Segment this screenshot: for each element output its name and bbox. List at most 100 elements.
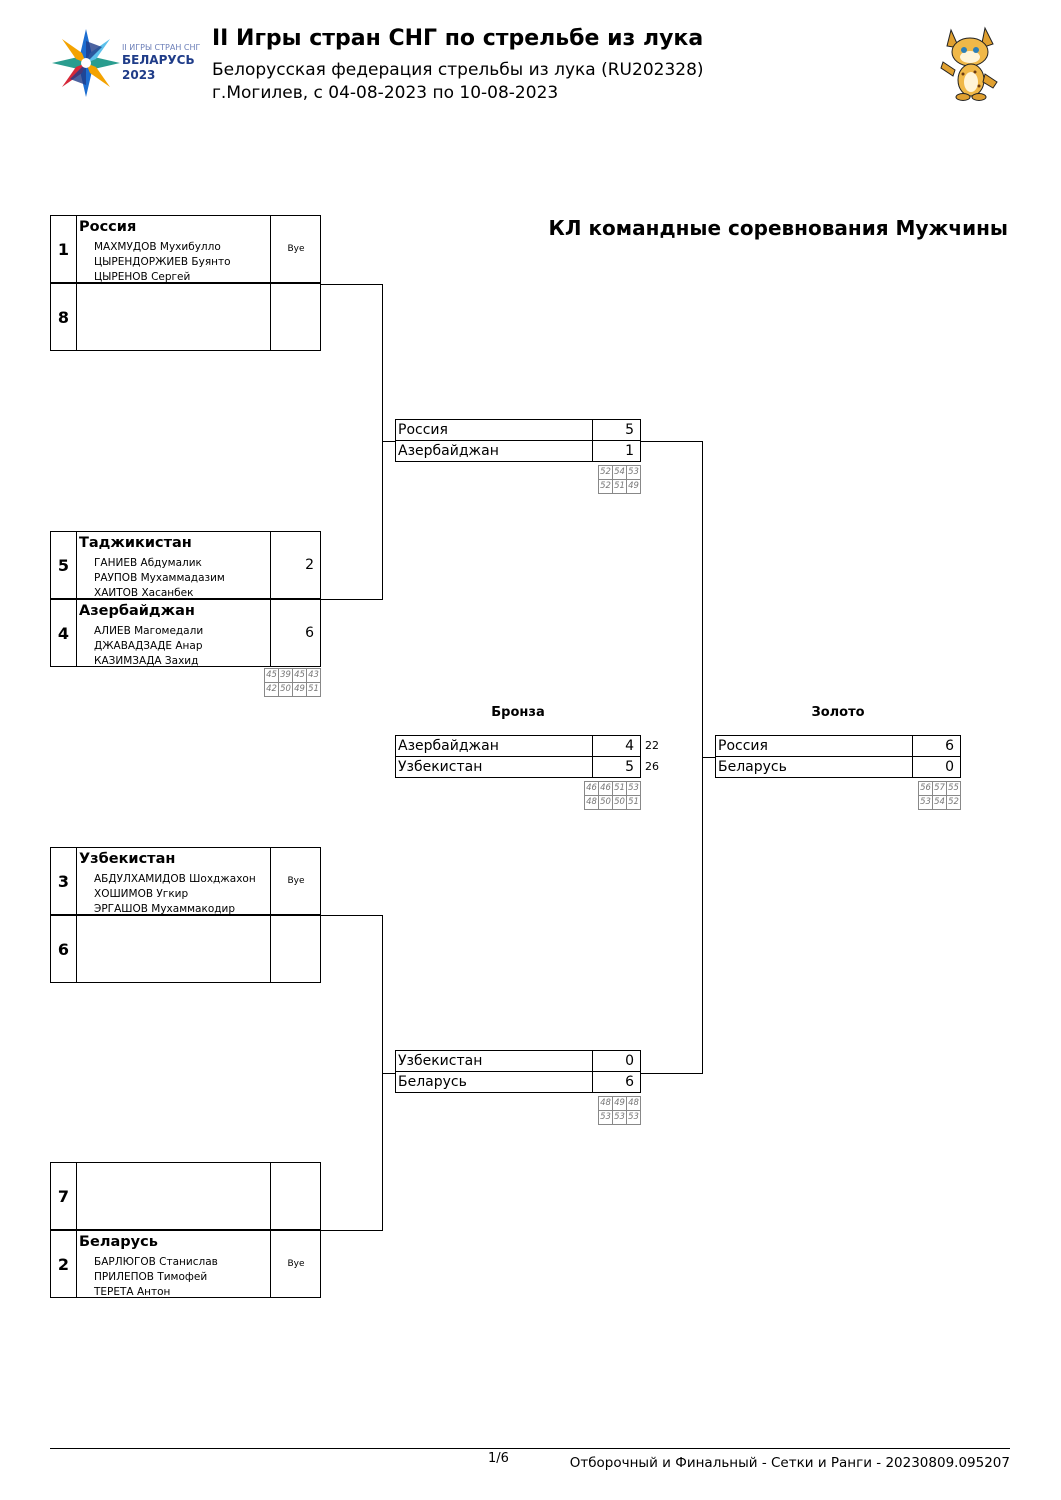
- end-scores-grid: 45 39 45 43 42 50 49 51: [250, 668, 321, 697]
- bracket-slot-seed-8: 8: [50, 283, 321, 351]
- end-score: 53: [626, 781, 641, 796]
- match-score: 0: [592, 1051, 640, 1071]
- lynx-mascot-icon: [935, 24, 1005, 102]
- bracket-connector: [321, 1230, 383, 1231]
- match-row: Азербайджан 1: [395, 440, 641, 462]
- end-score: 48: [598, 1096, 613, 1111]
- end-score: 51: [612, 781, 627, 796]
- logo-line2: БЕЛАРУСЬ: [122, 53, 195, 67]
- team-name: Азербайджан: [79, 603, 195, 619]
- end-scores-grid: 46 46 51 53 48 50 50 51: [580, 781, 641, 810]
- team-name: Беларусь: [718, 759, 787, 775]
- bracket-connector: [321, 915, 383, 916]
- team-member: ТЕРЕТА Антон: [94, 1286, 171, 1298]
- seed-number: 5: [51, 532, 77, 598]
- bronze-match: Азербайджан 4 22 Узбекистан 5 26: [395, 735, 659, 778]
- end-score: 49: [626, 479, 641, 494]
- bracket-connector: [382, 1073, 396, 1074]
- federation-line: Белорусская федерация стрельбы из лука (…: [212, 60, 704, 80]
- team-name: Азербайджан: [398, 738, 499, 754]
- team-member: ХАИТОВ Хасанбек: [94, 587, 194, 599]
- end-score: 55: [946, 781, 961, 796]
- team-member: ПРИЛЕПОВ Тимофей: [94, 1271, 208, 1283]
- match-score: 5: [592, 757, 640, 777]
- end-score: 50: [278, 682, 293, 697]
- team-member: ЦЫРЕНДОРЖИЕВ Буянто: [94, 256, 231, 268]
- end-score: 50: [612, 795, 627, 810]
- team-name: Азербайджан: [398, 443, 499, 459]
- end-score: 53: [626, 1110, 641, 1125]
- bracket-slot-seed-3: 3 Узбекистан АБДУЛХАМИДОВ Шохджахон ХОШИ…: [50, 847, 321, 915]
- page-number: 1/6: [488, 1451, 509, 1466]
- bracket-slot-seed-6: 6: [50, 915, 321, 983]
- end-score: 56: [918, 781, 933, 796]
- end-score: 53: [598, 1110, 613, 1125]
- end-score: 51: [626, 795, 641, 810]
- end-score: 54: [612, 465, 627, 480]
- end-score: 57: [932, 781, 947, 796]
- match-score: 4: [592, 736, 640, 756]
- end-scores-grid: 56 57 55 53 54 52: [915, 781, 961, 810]
- seed-number: 2: [51, 1231, 77, 1297]
- semifinal-match-2: Узбекистан 0 Беларусь 6: [395, 1050, 641, 1093]
- seed-number: 4: [51, 600, 77, 666]
- end-score: 53: [626, 465, 641, 480]
- bracket-connector: [382, 441, 396, 442]
- end-score: 46: [598, 781, 613, 796]
- end-score: 43: [306, 668, 321, 683]
- footer-text: Отборочный и Финальный - Сетки и Ранги -…: [569, 1455, 1010, 1471]
- end-score: 49: [292, 682, 307, 697]
- bracket-connector: [702, 757, 716, 758]
- semifinal-match-1: Россия 5 Азербайджан 1: [395, 419, 641, 462]
- gold-match: Россия 6 Беларусь 0: [715, 735, 961, 778]
- end-score: 54: [932, 795, 947, 810]
- team-name: Беларусь: [79, 1234, 158, 1250]
- games-logo: II ИГРЫ СТРАН СНГ БЕЛАРУСЬ 2023: [50, 25, 210, 103]
- end-score: 53: [612, 1110, 627, 1125]
- match-row: Азербайджан 4 22: [395, 735, 659, 757]
- seed-number: 1: [51, 216, 77, 282]
- end-score: 49: [612, 1096, 627, 1111]
- team-member: ГАНИЕВ Абдумалик: [94, 557, 202, 569]
- snowflake-logo-icon: [52, 29, 120, 97]
- logo-line3: 2023: [122, 68, 156, 82]
- bronze-label: Бронза: [491, 705, 545, 720]
- match-score: 5: [592, 420, 640, 440]
- team-name: Узбекистан: [79, 851, 176, 867]
- bracket-connector: [321, 599, 383, 600]
- shootoff-score: 26: [645, 760, 659, 773]
- end-score: 52: [598, 465, 613, 480]
- match-score: [272, 1163, 320, 1229]
- end-score: 45: [264, 668, 279, 683]
- match-score: 2: [305, 557, 314, 573]
- bracket-slot-seed-7: 7: [50, 1162, 321, 1230]
- end-score: 53: [918, 795, 933, 810]
- bracket-slot-seed-2: 2 Беларусь БАРЛЮГОВ Станислав ПРИЛЕПОВ Т…: [50, 1230, 321, 1298]
- seed-number: 3: [51, 848, 77, 914]
- team-member: ДЖАВАДЗАДЕ Анар: [94, 640, 203, 652]
- footer-divider: [50, 1448, 1010, 1449]
- end-scores-grid: 48 49 48 53 53 53: [595, 1096, 641, 1125]
- match-score: 6: [305, 625, 314, 641]
- seed-number: 6: [51, 916, 77, 982]
- match-score: [272, 916, 320, 982]
- match-score: 6: [912, 736, 960, 756]
- match-row: Беларусь 0: [715, 756, 961, 778]
- seed-number: 7: [51, 1163, 77, 1229]
- end-score: 50: [598, 795, 613, 810]
- end-score: 51: [612, 479, 627, 494]
- end-score: 42: [264, 682, 279, 697]
- match-row: Россия 6: [715, 735, 961, 757]
- bracket-connector: [382, 284, 383, 600]
- team-member: КАЗИМЗАДА Захид: [94, 655, 199, 667]
- match-row: Россия 5: [395, 419, 641, 441]
- seed-number: 8: [51, 284, 77, 350]
- end-score: 46: [584, 781, 599, 796]
- match-score: Bye: [287, 1259, 305, 1269]
- team-name: Россия: [79, 219, 137, 235]
- team-name: Беларусь: [398, 1074, 467, 1090]
- team-member: РАУПОВ Мухаммадазим: [94, 572, 225, 584]
- match-score: 1: [592, 441, 640, 461]
- event-title: КЛ командные соревнования Мужчины: [548, 216, 1008, 240]
- page-title: II Игры стран СНГ по стрельбе из лука: [212, 26, 704, 51]
